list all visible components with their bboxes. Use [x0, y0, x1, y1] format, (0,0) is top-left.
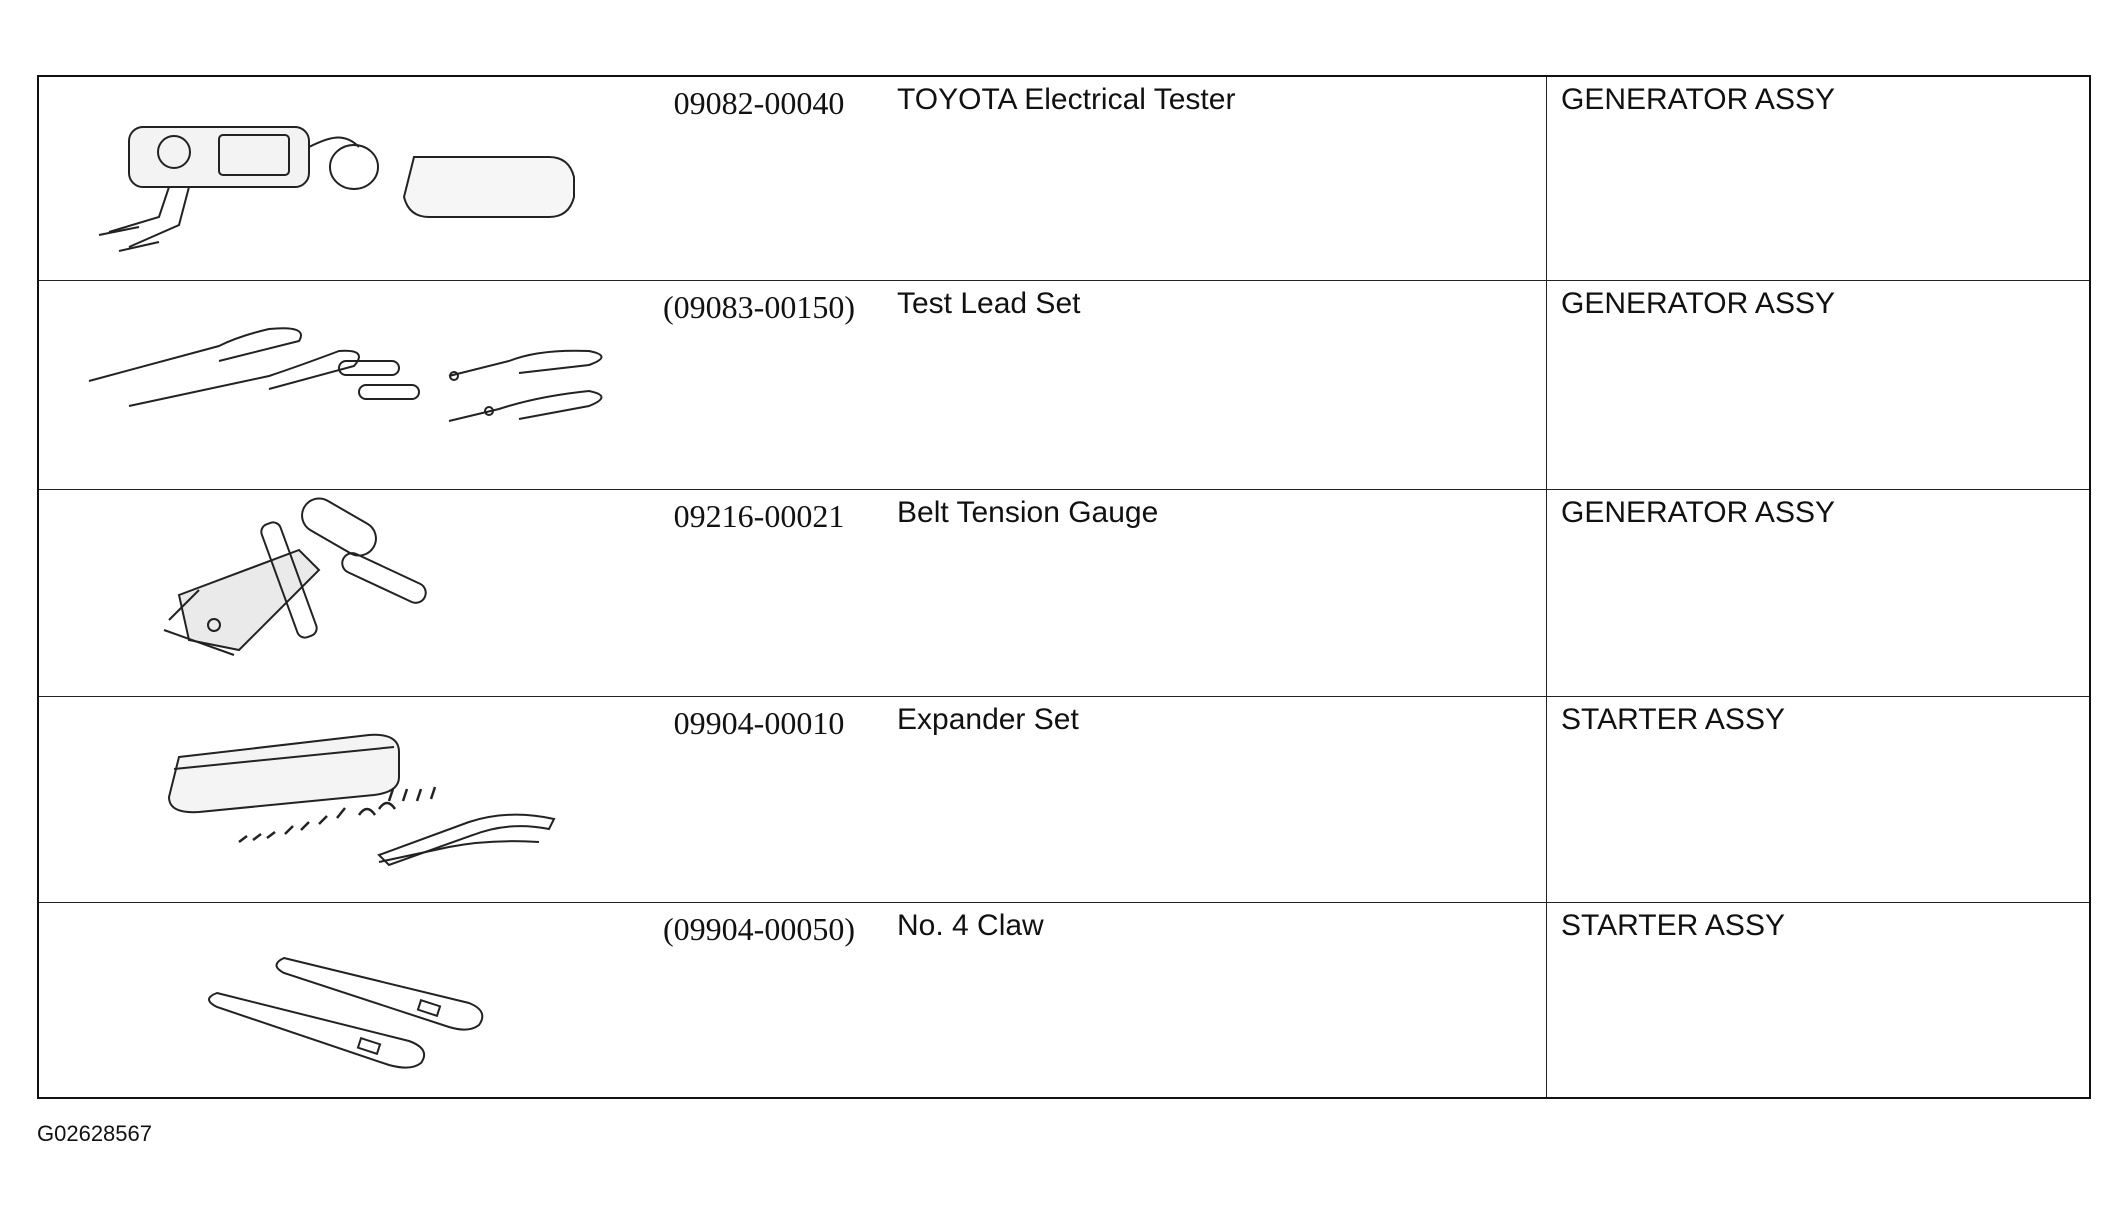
part-number: 09082-00040 [673, 85, 845, 121]
electrical-tester-icon [69, 77, 629, 277]
tool-name: Belt Tension Gauge [897, 496, 1159, 529]
table-row: 09082-00040 TOYOTA Electrical Tester GEN… [39, 77, 2089, 280]
column-divider [1546, 77, 1547, 1097]
part-number: (09904-00050) [663, 911, 855, 947]
part-number: 09904-00010 [673, 705, 845, 741]
tool-usage: GENERATOR ASSY [1561, 83, 1835, 116]
tool-name: Expander Set [897, 703, 1079, 736]
figure-code: G02628567 [37, 1121, 152, 1146]
claw-icon [69, 903, 629, 1103]
tool-name: Test Lead Set [897, 287, 1081, 320]
table-row: 09904-00010 Expander Set STARTER ASSY [39, 696, 2089, 903]
tool-usage: STARTER ASSY [1561, 909, 1785, 942]
table-row: 09216-00021 Belt Tension Gauge GENERATOR… [39, 489, 2089, 697]
tool-name: No. 4 Claw [897, 909, 1044, 942]
tool-usage: GENERATOR ASSY [1561, 496, 1835, 529]
table-row: (09904-00050) No. 4 Claw STARTER ASSY [39, 902, 2089, 1102]
expander-set-icon [69, 697, 629, 897]
belt-tension-gauge-icon [69, 490, 629, 690]
tool-name: TOYOTA Electrical Tester [897, 83, 1236, 116]
part-number: 09216-00021 [673, 498, 845, 534]
test-lead-set-icon [69, 281, 629, 481]
tool-usage: STARTER ASSY [1561, 703, 1785, 736]
special-service-tools-table: 09082-00040 TOYOTA Electrical Tester GEN… [37, 75, 2091, 1099]
tool-usage: GENERATOR ASSY [1561, 287, 1835, 320]
table-row: (09083-00150) Test Lead Set GENERATOR AS… [39, 280, 2089, 490]
part-number: (09083-00150) [663, 289, 855, 325]
